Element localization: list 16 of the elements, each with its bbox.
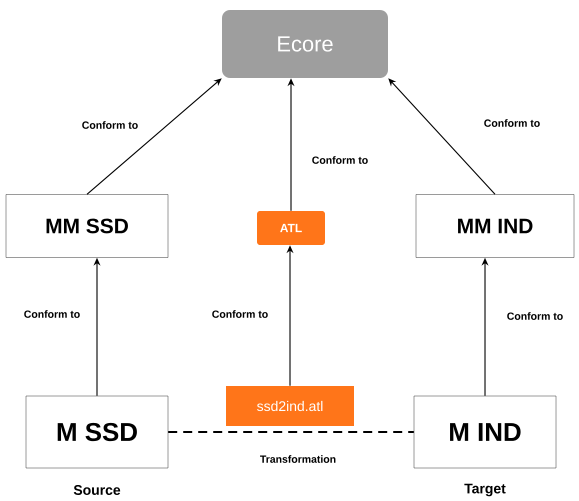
edge-label: Transformation: [258, 454, 338, 464]
edge-label: Conform to: [506, 311, 564, 321]
file-box: ssd2ind.atl: [226, 386, 354, 426]
edge-label: Conform to: [210, 309, 270, 319]
edge-label: Conform to: [22, 309, 82, 319]
model-box: MM SSD: [6, 194, 168, 258]
tool-box: ATL: [257, 211, 325, 245]
model-box: M SSD: [26, 396, 168, 468]
side-label: Source: [74, 485, 120, 495]
edge-label: Conform to: [482, 118, 542, 128]
edge-label: Conform to: [80, 120, 140, 130]
side-label: Target: [464, 484, 506, 496]
edge-label: Conform to: [310, 155, 370, 165]
rounded-box: Ecore: [222, 10, 388, 78]
model-box: M IND: [414, 396, 556, 468]
model-box: MM IND: [416, 194, 574, 258]
